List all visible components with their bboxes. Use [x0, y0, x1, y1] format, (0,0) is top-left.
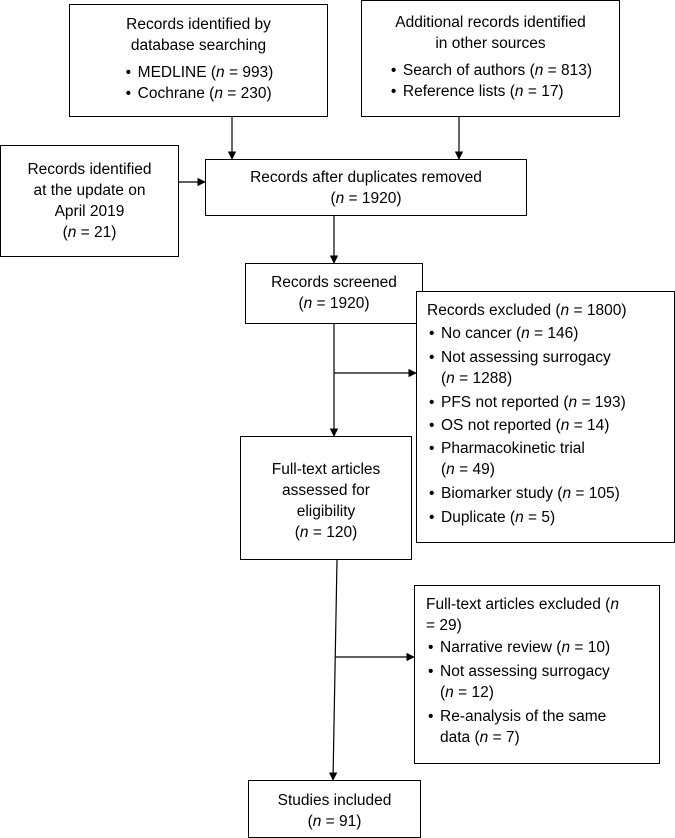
other-sources-title: Additional records identified in other s… [395, 14, 586, 52]
other-sources-box: Additional records identified in other s… [361, 0, 620, 117]
other-sources-list: Search of authors (n = 813) Reference li… [389, 60, 592, 102]
list-item: Not assessing surrogacy(n = 1288) [427, 347, 674, 389]
fulltext-assessed-box: Full-text articles assessed for eligibil… [240, 436, 412, 560]
database-search-title: Records identified by database searching [126, 16, 271, 54]
arrow-fulltext-to-included [328, 559, 338, 781]
list-item: PFS not reported (n = 193) [427, 392, 674, 413]
list-item: Narrative review (n = 10) [426, 637, 659, 658]
list-item: Duplicate (n = 5) [427, 507, 674, 528]
list-item: Reference lists (n = 17) [389, 81, 592, 102]
fulltext-excluded-title: Full-text articles excluded (n = 29) [426, 596, 619, 634]
database-search-box: Records identified by database searching… [69, 4, 328, 117]
list-item: Cochrane (n = 230) [124, 83, 274, 104]
records-excluded-list: No cancer (n = 146) Not assessing surrog… [427, 323, 674, 528]
list-item: Search of authors (n = 813) [389, 60, 592, 81]
list-item: Pharmacokinetic trial(n = 49) [427, 438, 674, 480]
studies-included-box: Studies included (n = 91) [248, 780, 421, 838]
records-screened-box: Records screened (n = 1920) [245, 263, 423, 324]
list-item: No cancer (n = 146) [427, 323, 674, 344]
records-excluded-box: Records excluded (n = 1800) No cancer (n… [416, 291, 675, 543]
update-records-box: Records identified at the update on Apri… [0, 145, 179, 257]
fulltext-excluded-list: Narrative review (n = 10) Not assessing … [426, 637, 659, 748]
list-item: MEDLINE (n = 993) [124, 62, 274, 83]
list-item: Not assessing surrogacy(n = 12) [426, 661, 659, 703]
fulltext-excluded-box: Full-text articles excluded (n = 29) Nar… [414, 585, 660, 764]
records-excluded-title: Records excluded (n = 1800) [427, 302, 627, 319]
duplicates-removed-box: Records after duplicates removed (n = 19… [205, 159, 527, 216]
database-search-list: MEDLINE (n = 993) Cochrane (n = 230) [124, 62, 274, 104]
list-item: Biomarker study (n = 105) [427, 483, 674, 504]
list-item: OS not reported (n = 14) [427, 415, 674, 436]
